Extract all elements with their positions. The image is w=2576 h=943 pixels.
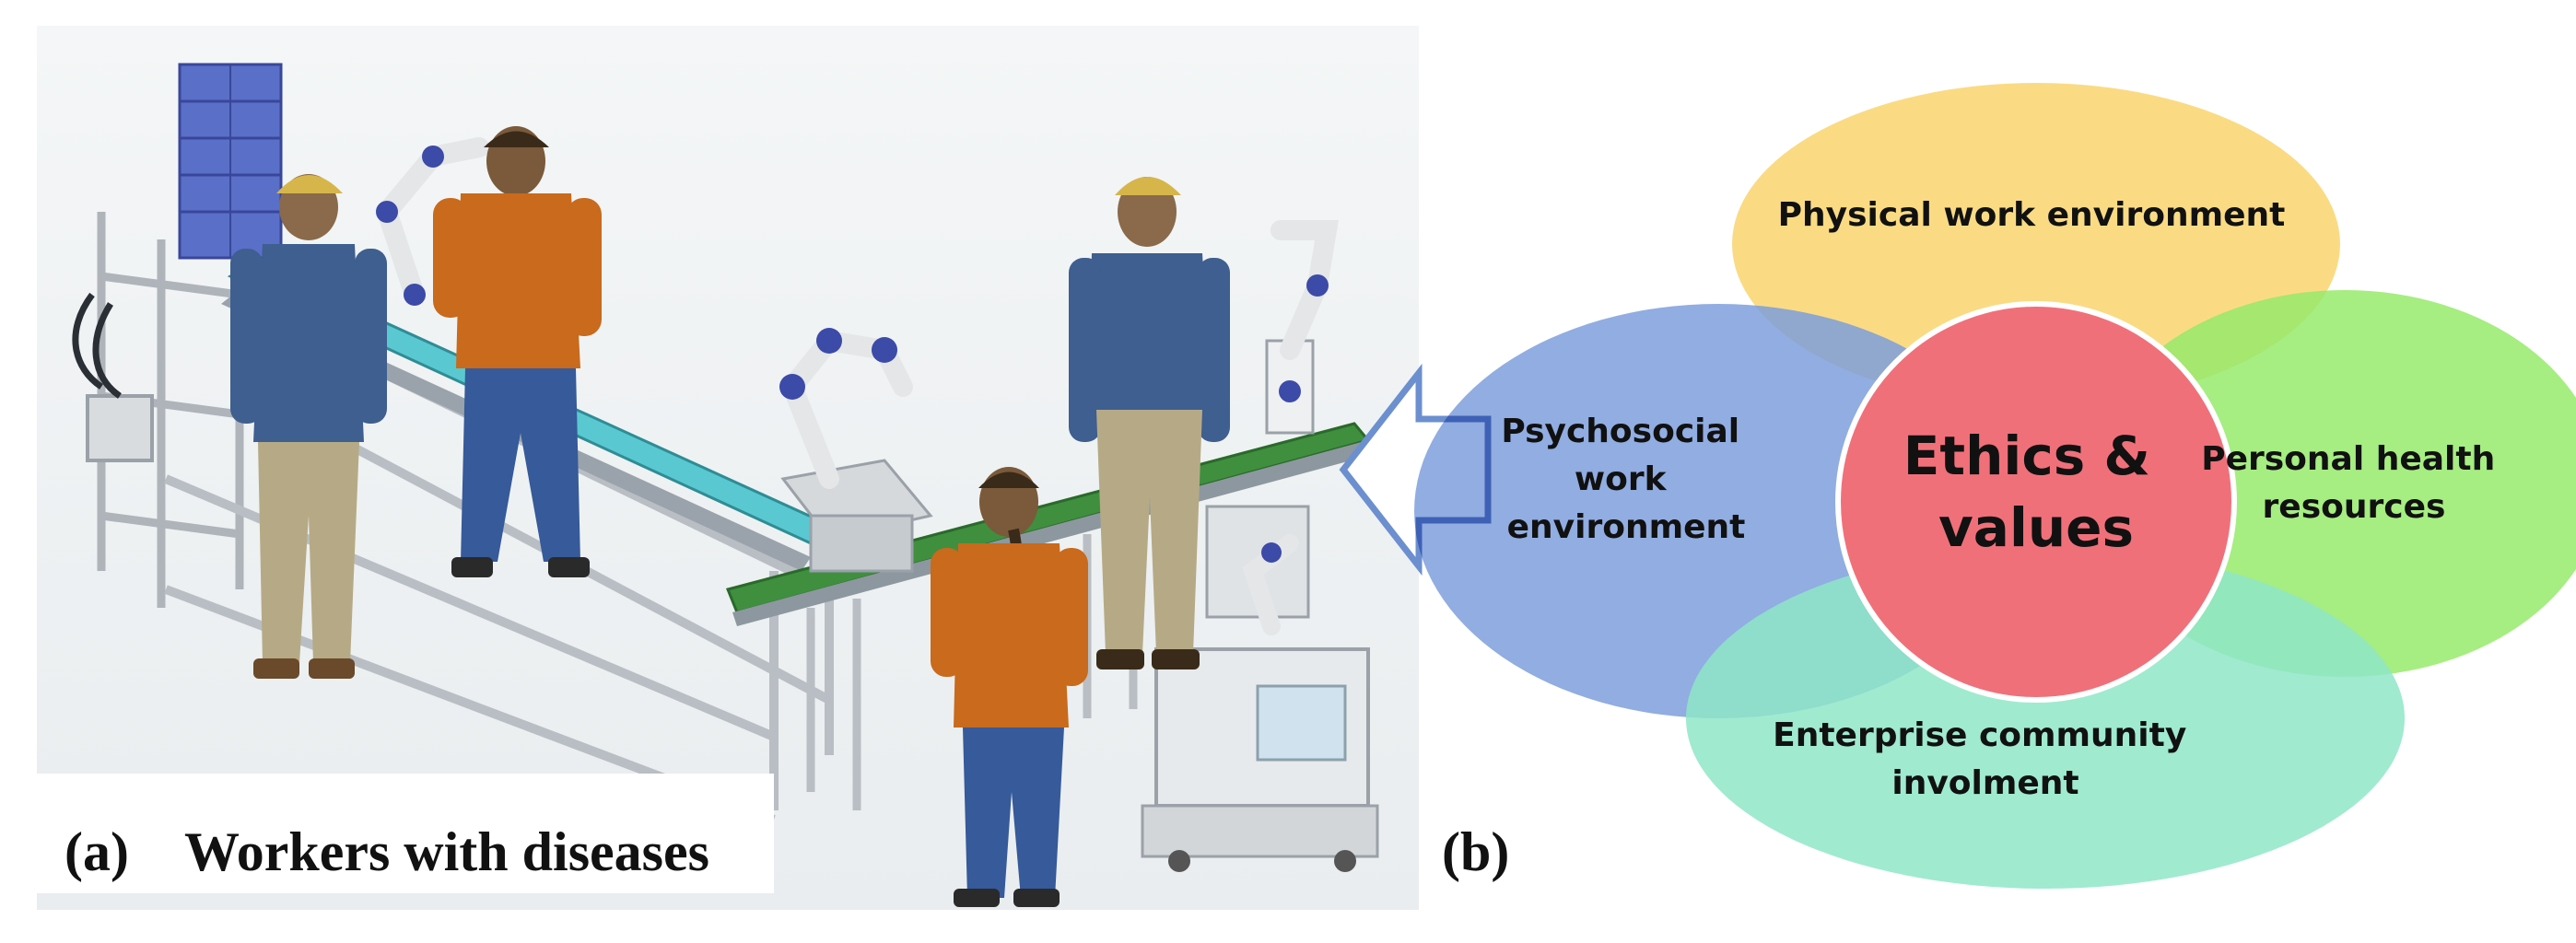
petal-top xyxy=(1732,83,2340,405)
center-circle xyxy=(1835,301,2237,703)
left-frame-icon xyxy=(86,212,244,608)
petal-top-label: Physical work environment xyxy=(1778,196,2286,234)
petal-left-label: Psychosocial work environment xyxy=(1501,413,1751,546)
panel-b-label: (b) xyxy=(1442,821,1509,882)
mobile-robot-cabinet-icon xyxy=(1141,505,1379,872)
petal-right-label: Personal health resources xyxy=(2201,440,2507,526)
panel-a-caption: Workers with diseases xyxy=(184,821,709,882)
center-label: Ethics & values xyxy=(1903,425,2169,559)
worker-right-icon xyxy=(1069,177,1230,669)
petal-bottom-label: Enterprise community involment xyxy=(1773,716,2198,802)
panel-a: (a) Workers with diseases xyxy=(37,26,1419,910)
worker-upper-icon xyxy=(433,126,602,577)
crate-stack-icon xyxy=(178,63,283,260)
panel-a-caption-box xyxy=(37,774,774,893)
worker-left-icon xyxy=(230,174,387,679)
right-robot-arm-icon xyxy=(1265,220,1339,435)
worker-front-icon xyxy=(931,467,1088,907)
cables-icon xyxy=(72,292,123,399)
petal-bottom xyxy=(1686,548,2405,889)
green-conveyor-rail-icon xyxy=(732,440,1368,626)
panel-a-label: (a) xyxy=(64,821,129,882)
panel-b: Physical work environment Psychosocial w… xyxy=(1414,83,2576,889)
upper-robot-arm-icon xyxy=(375,137,489,306)
center-robot-table-icon xyxy=(779,328,933,573)
